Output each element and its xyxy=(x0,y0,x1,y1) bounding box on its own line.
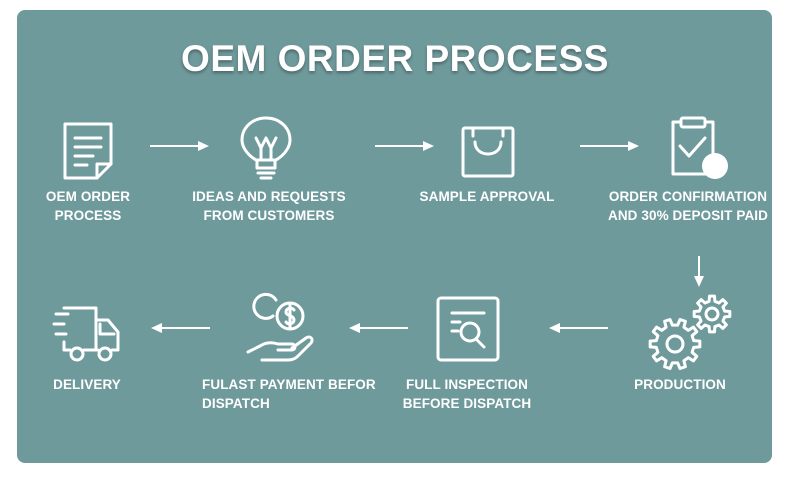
shopping-bag-icon xyxy=(461,124,515,180)
document-icon xyxy=(61,120,117,182)
step-1-label-line2: PROCESS xyxy=(54,208,122,223)
step-6-label-line1: FULL INSPECTION xyxy=(405,377,528,392)
step-5-label: PRODUCTION xyxy=(620,375,740,394)
step-3-label: SAMPLE APPROVAL xyxy=(412,187,562,206)
gears-icon xyxy=(648,294,734,372)
delivery-truck-icon xyxy=(52,302,124,366)
arrow-5-to-6 xyxy=(548,322,608,334)
step-1-label-line1: OEM ORDER xyxy=(45,189,131,204)
step-8-label-line1: DELIVERY xyxy=(53,377,121,392)
diagram-title: OEM ORDER PROCESS xyxy=(181,38,609,79)
step-7-label-line1: FULAST PAYMENT BEFOR xyxy=(202,377,376,392)
step-2-label-line1: IDEAS AND REQUESTS xyxy=(192,189,346,204)
lightbulb-icon xyxy=(240,116,292,184)
arrow-7-to-8 xyxy=(150,322,210,334)
arrow-3-to-4 xyxy=(580,140,640,152)
process-panel xyxy=(17,10,772,463)
step-6-label-line2: BEFORE DISPATCH xyxy=(402,396,532,411)
payment-hand-icon xyxy=(246,292,318,364)
arrow-2-to-3 xyxy=(375,140,435,152)
step-7-label: FULAST PAYMENT BEFOR DISPATCH xyxy=(202,375,392,413)
step-2-label: IDEAS AND REQUESTS FROM CUSTOMERS xyxy=(184,187,354,225)
inspection-icon xyxy=(436,296,500,362)
arrow-6-to-7 xyxy=(348,322,408,334)
step-4-label-line2: AND 30% DEPOSIT PAID xyxy=(607,208,769,223)
arrow-4-to-5 xyxy=(693,256,705,288)
step-7-label-line2: DISPATCH xyxy=(202,396,270,411)
step-5-label-line1: PRODUCTION xyxy=(634,377,726,392)
step-8-label: DELIVERY xyxy=(37,375,137,394)
clipboard-check-icon xyxy=(667,116,731,182)
step-1-label: OEM ORDER PROCESS xyxy=(33,187,143,225)
step-3-label-line1: SAMPLE APPROVAL xyxy=(419,189,555,204)
arrow-1-to-2 xyxy=(150,140,210,152)
step-6-label: FULL INSPECTION BEFORE DISPATCH xyxy=(392,375,542,413)
step-4-label-line1: ORDER CONFIRMATION xyxy=(608,189,768,204)
step-4-label: ORDER CONFIRMATION AND 30% DEPOSIT PAID xyxy=(604,187,772,225)
step-2-label-line2: FROM CUSTOMERS xyxy=(203,208,335,223)
